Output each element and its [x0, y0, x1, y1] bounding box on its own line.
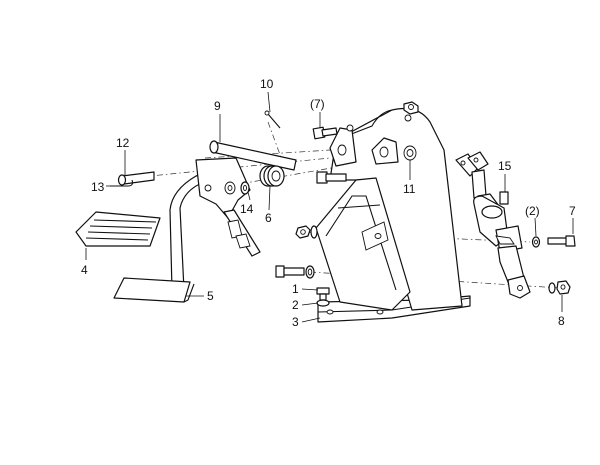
pivot-pin-9 [209, 140, 297, 171]
mid-bolt [316, 171, 347, 184]
callout-leaders [85, 91, 574, 323]
callout-labels: 1 2 3 4 5 6 7 8 9 10 11 12 13 14 15 (7) … [81, 77, 576, 329]
callout-12: 12 [116, 136, 130, 150]
upper-bolt [312, 126, 338, 140]
master-cylinder [455, 151, 531, 299]
callout-13: 13 [91, 180, 105, 194]
return-spring-6 [259, 165, 285, 187]
callout-5: 5 [207, 289, 214, 303]
callout-10: 10 [260, 77, 274, 91]
washer-2-bolt-7 [531, 235, 576, 248]
washer-nut-8 [548, 280, 571, 295]
callout-7-paren: (7) [310, 97, 325, 111]
top-nut [403, 101, 419, 115]
callout-11: 11 [403, 182, 416, 196]
mounting-bracket [315, 107, 471, 323]
bushing-14 [240, 181, 250, 195]
callout-1: 1 [292, 282, 299, 296]
lower-bolt [275, 265, 315, 279]
callout-2: 2 [292, 298, 299, 312]
callout-3: 3 [292, 315, 299, 329]
cotter-pin-10 [264, 110, 281, 129]
pedal-rubber-pad-4 [75, 211, 161, 247]
callout-2-paren: (2) [525, 204, 540, 218]
pedal-plate-5 [113, 277, 195, 303]
callout-7: 7 [569, 204, 576, 218]
side-nut-washer [295, 225, 318, 239]
callout-6: 6 [265, 211, 272, 225]
bolt-1-washer-2 [316, 287, 330, 307]
callout-14: 14 [240, 202, 254, 216]
pedal-arm [169, 157, 261, 291]
callout-8: 8 [558, 314, 565, 328]
callout-4: 4 [81, 263, 88, 277]
callout-9: 9 [214, 99, 221, 113]
callout-15: 15 [498, 159, 512, 173]
clevis-pin-12 [117, 171, 155, 186]
